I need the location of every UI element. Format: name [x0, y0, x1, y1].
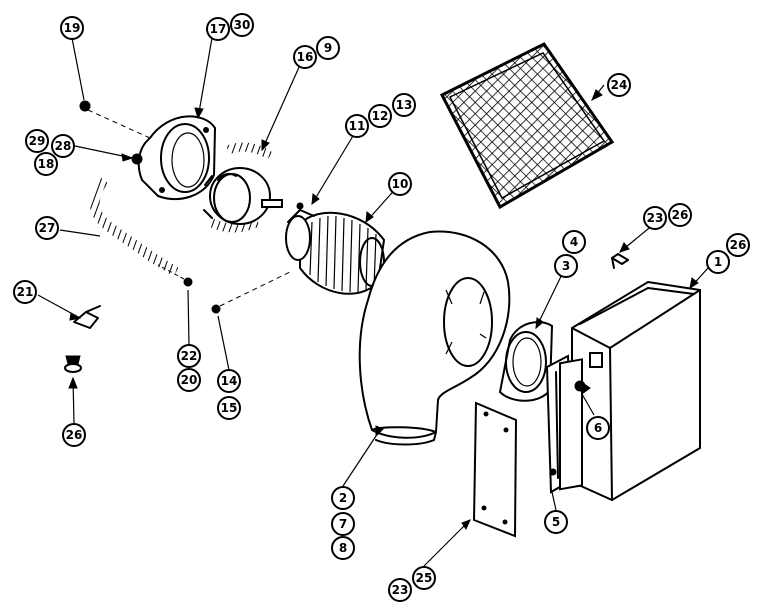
clip-21: [73, 305, 101, 329]
callout-27: 27: [35, 216, 59, 240]
callout-5: 5: [544, 510, 568, 534]
callout-12: 12: [368, 104, 392, 128]
svg-text:22: 22: [181, 349, 198, 363]
svg-text:3: 3: [562, 259, 570, 273]
svg-text:15: 15: [221, 401, 238, 415]
callout-13: 13: [392, 93, 416, 117]
callout-8: 8: [331, 536, 355, 560]
callout-23-top: 23: [643, 206, 667, 230]
callout-26-right: 26: [726, 233, 750, 257]
callout-3: 3: [554, 254, 578, 278]
svg-text:4: 4: [570, 235, 578, 249]
svg-text:7: 7: [339, 517, 347, 531]
screw-26-left: [64, 355, 82, 373]
svg-text:20: 20: [181, 373, 198, 387]
callout-22: 22: [177, 344, 201, 368]
svg-text:29: 29: [29, 134, 46, 148]
nut-28: [131, 153, 143, 165]
blower-housing: [358, 230, 511, 446]
svg-text:5: 5: [552, 515, 560, 529]
callout-19: 19: [60, 16, 84, 40]
svg-text:11: 11: [349, 119, 366, 133]
callout-9: 9: [316, 36, 340, 60]
svg-text:26: 26: [672, 208, 689, 222]
callout-14: 14: [217, 369, 241, 393]
callout-17: 17: [206, 17, 230, 41]
callout-16: 16: [293, 45, 317, 69]
svg-text:1: 1: [714, 255, 722, 269]
motor-mount-flange: [137, 115, 217, 200]
svg-text:26: 26: [66, 428, 83, 442]
callout-24: 24: [607, 73, 631, 97]
svg-text:18: 18: [38, 157, 55, 171]
callout-26-top: 26: [668, 203, 692, 227]
svg-text:14: 14: [221, 374, 238, 388]
leader-lines: [37, 37, 709, 567]
svg-text:27: 27: [39, 221, 56, 235]
screw-19: [79, 100, 151, 139]
svg-text:30: 30: [234, 18, 251, 32]
callout-11: 11: [345, 114, 369, 138]
svg-text:25: 25: [416, 571, 433, 585]
cabinet-box: [571, 280, 701, 502]
callout-30: 30: [230, 13, 254, 37]
callout-18: 18: [34, 152, 58, 176]
svg-text:24: 24: [611, 78, 628, 92]
svg-text:9: 9: [324, 41, 332, 55]
svg-text:6: 6: [594, 421, 602, 435]
svg-text:8: 8: [339, 541, 347, 555]
callout-1: 1: [706, 250, 730, 274]
callout-7: 7: [331, 512, 355, 536]
cover-plate: [472, 401, 518, 538]
callout-25: 25: [412, 566, 436, 590]
clip-23-26: [611, 253, 629, 269]
callout-28: 28: [51, 134, 75, 158]
svg-text:28: 28: [55, 139, 72, 153]
callout-21: 21: [13, 280, 37, 304]
callouts: 19 17 30 16 9 29 28 18 11 12 13 10 24 27…: [13, 13, 750, 602]
svg-text:2: 2: [339, 491, 347, 505]
callout-10: 10: [388, 172, 412, 196]
svg-text:16: 16: [297, 50, 314, 64]
callout-6: 6: [586, 416, 610, 440]
callout-26-left: 26: [62, 423, 86, 447]
arrowheads: [68, 89, 699, 531]
svg-text:26: 26: [730, 238, 747, 252]
callout-23-bottom: 23: [388, 578, 412, 602]
flexible-conduit: [89, 177, 179, 277]
filter-grille: [439, 42, 615, 210]
callout-4: 4: [562, 230, 586, 254]
callout-29: 29: [25, 129, 49, 153]
svg-text:12: 12: [372, 109, 389, 123]
svg-text:21: 21: [17, 285, 34, 299]
screw-14: [211, 271, 291, 314]
svg-text:17: 17: [210, 22, 227, 36]
callout-15: 15: [217, 396, 241, 420]
screw-22: [157, 264, 193, 287]
outlet-ring: [498, 321, 554, 402]
svg-text:19: 19: [64, 21, 81, 35]
blower-motor: [203, 142, 283, 233]
svg-text:23: 23: [392, 583, 409, 597]
svg-text:10: 10: [392, 177, 409, 191]
svg-text:13: 13: [396, 98, 413, 112]
svg-text:23: 23: [647, 211, 664, 225]
side-rail: [545, 354, 586, 494]
callout-20: 20: [177, 368, 201, 392]
callout-2: 2: [331, 486, 355, 510]
